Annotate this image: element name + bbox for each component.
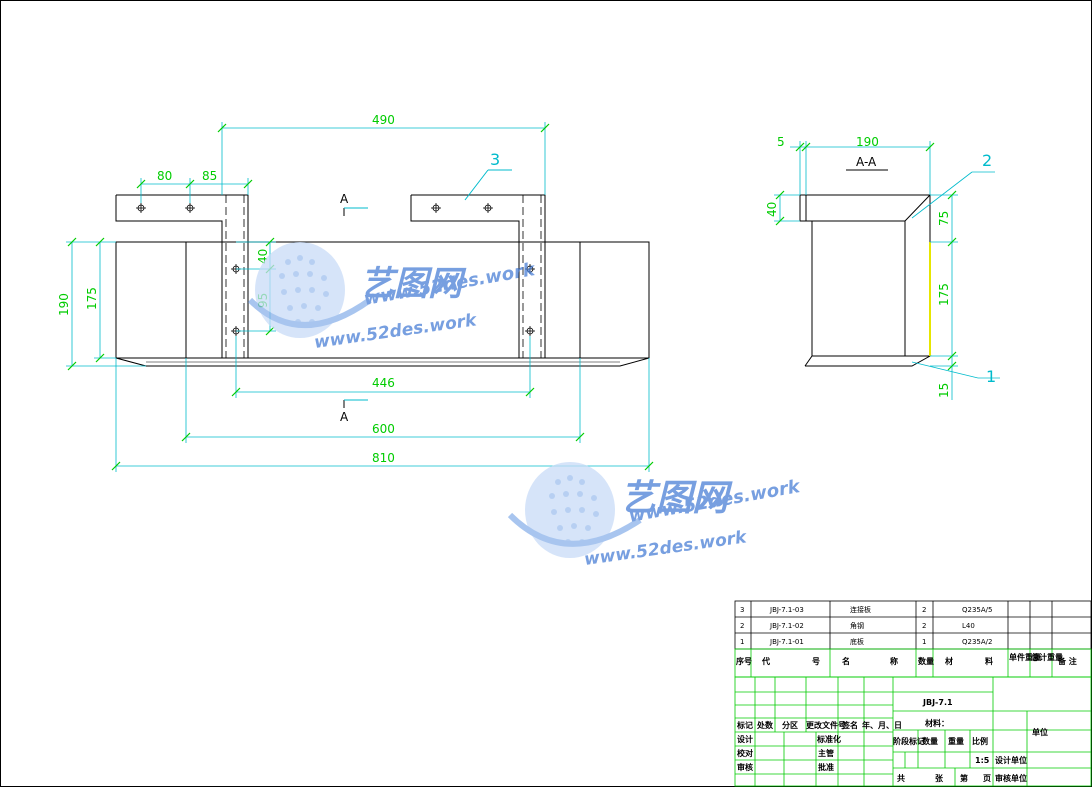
section-dim-ticks (775, 142, 957, 371)
section-mark-bottom: A (340, 410, 349, 424)
svg-text:1: 1 (922, 638, 926, 646)
left-bracket (115, 194, 249, 359)
svg-text:材料：: 材料： (925, 718, 949, 728)
svg-text:签名: 签名 (841, 720, 858, 730)
bom-header-text: 序号 代 号 名 称 数量 材 料 单件重量 总计重量 备 注 (736, 652, 1077, 666)
svg-text:2: 2 (922, 606, 926, 614)
balloon-3-leader (464, 169, 512, 201)
section-mark-top: A (340, 192, 349, 206)
dim-85: 85 (202, 169, 217, 183)
svg-text:审核: 审核 (737, 762, 753, 772)
balloon-1: 1 (986, 367, 996, 386)
svg-text:页: 页 (983, 774, 991, 783)
svg-text:L40: L40 (962, 622, 975, 630)
svg-text:重量: 重量 (948, 736, 964, 746)
svg-text:JBJ-7.1: JBJ-7.1 (922, 698, 953, 707)
svg-text:阶段标记: 阶段标记 (893, 736, 925, 746)
angle-top (799, 194, 932, 222)
dim-600: 600 (372, 422, 395, 436)
section-dim-lines (774, 141, 1000, 400)
svg-text:年、月、日: 年、月、日 (862, 720, 902, 730)
bom-table (734, 600, 1092, 650)
section-view (799, 169, 932, 367)
svg-text:底板: 底板 (850, 637, 864, 646)
dim-15: 15 (937, 383, 951, 398)
dim-75: 75 (937, 211, 951, 226)
svg-text:分区: 分区 (782, 720, 798, 730)
dim-175-section: 175 (937, 283, 951, 306)
dim-190-front: 190 (57, 293, 71, 316)
svg-text:比例: 比例 (972, 736, 988, 746)
svg-text:第: 第 (960, 773, 968, 783)
svg-text:批准: 批准 (818, 762, 834, 772)
title-block-grid (734, 676, 1092, 787)
svg-text:单件重量: 单件重量 (1009, 652, 1041, 662)
watermark-bottom: 艺图网 www.52des.work www.52des.work (507, 462, 802, 570)
svg-text:1: 1 (740, 638, 744, 646)
title-block-text: JBJ-7.1 材料： 单位 1:5 标记 处数 分区 更改文件号 签名 年、月… (736, 698, 1048, 783)
dim-490: 490 (372, 113, 395, 127)
dim-446: 446 (372, 376, 395, 390)
dim-175-front: 175 (85, 287, 99, 310)
svg-text:号: 号 (812, 657, 820, 666)
svg-text:2: 2 (740, 622, 744, 630)
svg-text:处数: 处数 (756, 720, 774, 730)
svg-text:备 注: 备 注 (1057, 656, 1077, 666)
dim-810: 810 (372, 451, 395, 465)
svg-text:总计重量: 总计重量 (1031, 652, 1063, 662)
svg-text:代: 代 (761, 656, 770, 666)
front-dim-ticks (67, 123, 654, 471)
svg-text:校对: 校对 (737, 748, 753, 758)
svg-text:材: 材 (945, 656, 953, 666)
bom-row-1: 1 JBJ-7.1-01 底板 1 Q235A/2 (740, 637, 992, 646)
base-plate-section (811, 220, 906, 357)
svg-text:艺图网: 艺图网 (360, 264, 467, 304)
svg-text:数量: 数量 (918, 656, 934, 666)
svg-text:标记: 标记 (736, 720, 753, 730)
dim-40-section: 40 (765, 202, 779, 217)
base-flange (804, 355, 932, 367)
dim-5: 5 (777, 135, 785, 149)
svg-text:设计单位: 设计单位 (995, 755, 1027, 765)
svg-text:角钢: 角钢 (850, 621, 864, 630)
svg-text:JBJ-7.1-01: JBJ-7.1-01 (769, 638, 804, 646)
svg-text:料: 料 (985, 656, 993, 666)
svg-text:1:5: 1:5 (975, 756, 990, 765)
dim-80: 80 (157, 169, 172, 183)
svg-text:序号: 序号 (736, 656, 752, 666)
balloon-2: 2 (982, 151, 992, 170)
svg-text:艺图网: 艺图网 (620, 478, 733, 519)
svg-text:JBJ-7.1-02: JBJ-7.1-02 (769, 622, 804, 630)
bom-row-2: 2 JBJ-7.1-02 角钢 2 L40 (740, 621, 975, 630)
svg-text:连接板: 连接板 (850, 605, 871, 614)
svg-text:数量: 数量 (922, 736, 938, 746)
svg-text:2: 2 (922, 622, 926, 630)
svg-text:单位: 单位 (1032, 727, 1048, 737)
watermark-top: 艺图网 www.52des.work www.52des.work (247, 242, 537, 353)
svg-text:主管: 主管 (818, 748, 834, 758)
svg-text:共: 共 (897, 773, 905, 783)
svg-text:名: 名 (842, 656, 850, 666)
balloon-3: 3 (490, 150, 500, 169)
svg-text:JBJ-7.1-03: JBJ-7.1-03 (769, 606, 804, 614)
svg-text:Q235A/5: Q235A/5 (962, 606, 992, 614)
bottom-strip (115, 357, 650, 367)
svg-text:更改文件号: 更改文件号 (806, 720, 846, 730)
svg-text:张: 张 (935, 774, 944, 783)
svg-text:Q235A/2: Q235A/2 (962, 638, 992, 646)
dim-190-section: 190 (856, 135, 879, 149)
section-title: A-A (856, 155, 877, 169)
svg-text:称: 称 (890, 656, 898, 666)
svg-text:审核单位: 审核单位 (995, 773, 1027, 783)
svg-text:3: 3 (740, 606, 744, 614)
main-body-outline (115, 241, 650, 359)
front-dim-lines (66, 122, 650, 472)
svg-text:标准化: 标准化 (816, 734, 841, 744)
svg-text:设计: 设计 (737, 734, 753, 744)
bom-row-3: 3 JBJ-7.1-03 连接板 2 Q235A/5 (740, 605, 992, 614)
